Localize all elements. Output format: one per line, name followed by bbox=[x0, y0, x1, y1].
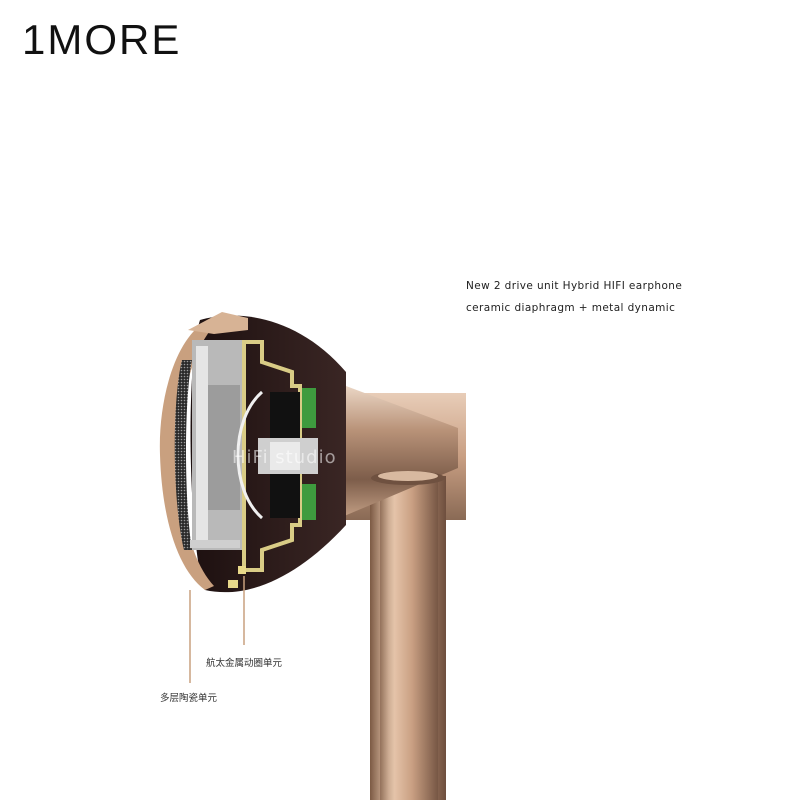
pcb-board bbox=[302, 388, 316, 428]
metal-dynamic-diaphragm bbox=[236, 390, 263, 520]
acoustic-nozzle bbox=[330, 380, 458, 522]
callout-ceramic-unit: 多层陶瓷单元 bbox=[160, 693, 218, 704]
inner-frame bbox=[242, 340, 302, 572]
watermark-text: HiFi studio bbox=[232, 447, 337, 468]
product-caption-subtitle: ceramic diaphragm + metal dynamic bbox=[466, 302, 676, 314]
product-caption-title: New 2 drive unit Hybrid HIFI earphone bbox=[466, 280, 683, 292]
outer-rim bbox=[159, 322, 214, 590]
svg-text:1MORE: 1MORE bbox=[22, 16, 181, 60]
brand-logo: 1MORE bbox=[22, 16, 181, 60]
sound-mesh bbox=[174, 360, 192, 550]
callout-metal-dynamic-unit: 航太金属动圈单元 bbox=[206, 658, 283, 669]
